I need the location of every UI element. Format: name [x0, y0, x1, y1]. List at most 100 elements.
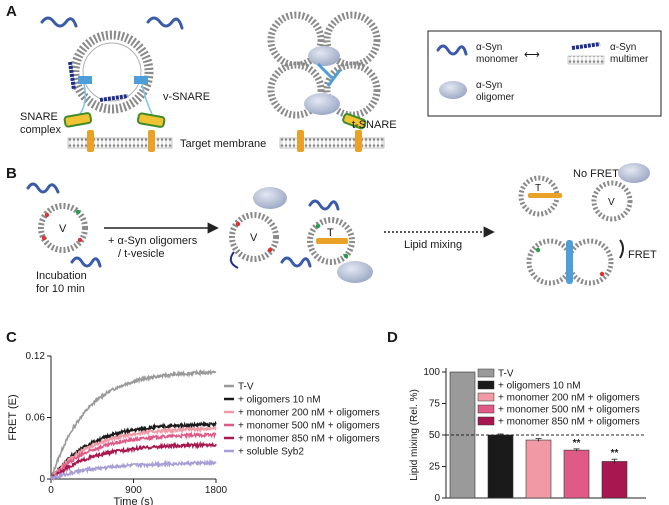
- panel-a: A v-SNARE SNARE complex Target membrane: [6, 3, 662, 152]
- multimer-icon: [99, 94, 129, 102]
- t-letter: T: [535, 183, 541, 194]
- panel-a-legend: α-Syn monomer ⟷ α-Syn multimer α-Syn oli…: [427, 30, 662, 117]
- v-letter: V: [250, 232, 258, 244]
- y-tick-label: 75: [429, 399, 441, 410]
- legend-swatch: [477, 416, 495, 426]
- legend-monomer-line1: α-Syn: [476, 42, 502, 53]
- x-axis-title: Time (s): [114, 496, 154, 505]
- monomer-icon: [308, 199, 340, 211]
- legend-label: + monomer 500 nM + oligomers: [238, 421, 380, 432]
- vesicle-cluster: [267, 11, 381, 119]
- panel-a-label: A: [6, 3, 17, 20]
- monomer-icon: [280, 256, 312, 268]
- legend-multimer-line1: α-Syn: [610, 42, 636, 53]
- series-line: [50, 458, 217, 482]
- y-tick-label: 100: [423, 367, 440, 378]
- legend-label: + monomer 850 nM + oligomers: [498, 417, 640, 428]
- monomer-icon: [40, 16, 78, 28]
- panel-d-label: D: [387, 329, 398, 346]
- legend-label: + monomer 500 nM + oligomers: [498, 405, 640, 416]
- snare-complex-label-2: complex: [20, 124, 61, 136]
- series-line: [50, 440, 217, 480]
- t-snare-icon: [355, 130, 362, 152]
- legend-swatch: [477, 404, 495, 414]
- x-tick-label: 0: [48, 485, 54, 496]
- legend-multimer-line2: multimer: [610, 54, 649, 65]
- y-tick-label: 25: [429, 462, 441, 473]
- membrane-icon: [567, 55, 605, 65]
- v-letter: V: [608, 197, 615, 208]
- t-snare-icon: [297, 130, 304, 152]
- bar: [601, 461, 628, 499]
- panel-b-label: B: [6, 165, 17, 182]
- significance-marker: **: [573, 438, 581, 449]
- oligomer-icon: [308, 46, 340, 66]
- series-line: [50, 431, 217, 480]
- legend-oligomer-line2: oligomer: [476, 92, 515, 103]
- oligomer-icon: [304, 93, 340, 115]
- significance-marker: **: [611, 448, 619, 459]
- no-fret-label: No FRET: [573, 168, 619, 180]
- v-letter: V: [59, 223, 67, 235]
- multimer-icon: [571, 42, 601, 50]
- fret-label: FRET: [628, 249, 657, 261]
- x-tick-label: 900: [125, 485, 142, 496]
- y-tick-label: 50: [429, 430, 441, 441]
- multimer-icon: [68, 61, 76, 91]
- oligomer-icon: [337, 261, 373, 283]
- monomer-icon: [70, 256, 102, 268]
- monomer-icon: [436, 44, 468, 56]
- v-snare-icon: [134, 76, 148, 84]
- y-tick-label: 0: [39, 474, 45, 485]
- oligomer-icon: [253, 187, 287, 209]
- panel-b: B V Incubation for 10 min + α-Syn oligom…: [6, 163, 657, 295]
- snare-complex-icon: [136, 112, 166, 128]
- legend-swatch: [477, 392, 495, 402]
- bar: [525, 439, 552, 499]
- t-letter: T: [327, 227, 334, 239]
- legend-label: T-V: [498, 369, 514, 380]
- t-vesicle-icon: T: [307, 217, 355, 265]
- legend-monomer-line2: monomer: [476, 54, 519, 65]
- target-membrane: [67, 137, 173, 149]
- legend-swatch: [477, 368, 495, 378]
- monomer-icon: [146, 16, 184, 30]
- legend-label: + monomer 200 nM + oligomers: [498, 393, 640, 404]
- legend-label: T-V: [238, 382, 254, 393]
- incubation-label-2: for 10 min: [36, 283, 85, 295]
- legend-oligomer-line1: α-Syn: [476, 80, 502, 91]
- y-axis-title: Lipid mixing (Rel. %): [409, 389, 420, 481]
- v-vesicle-icon: V: [229, 212, 279, 262]
- step1-label-2: / t-vesicle: [118, 248, 164, 260]
- t-snare-icon: [316, 238, 348, 244]
- lipid-mixing-label: Lipid mixing: [404, 239, 462, 251]
- v-vesicle-icon: V: [38, 203, 88, 253]
- v-vesicle-icon: V: [591, 180, 633, 222]
- incubation-label-1: Incubation: [36, 270, 87, 282]
- series-line: [50, 425, 217, 480]
- fret-arrow: [619, 239, 624, 259]
- v-snare-icon: [78, 76, 92, 84]
- legend-label: + monomer 850 nM + oligomers: [238, 434, 380, 445]
- oligomer-icon: [439, 81, 467, 99]
- vesicle-icon: [70, 30, 154, 114]
- t-snare-icon: [148, 130, 155, 152]
- legend-equilibrium-arrow: ⟷: [524, 49, 540, 61]
- snare-complex-icon: [63, 112, 93, 128]
- legend-label: + soluble Syb2: [238, 447, 304, 458]
- panel-c-label: C: [6, 329, 17, 346]
- fused-vesicles-icon: [526, 238, 614, 286]
- t-vesicle-icon: T: [518, 175, 562, 217]
- legend-swatch: [477, 380, 495, 390]
- legend-label: + oligomers 10 nM: [238, 395, 321, 406]
- y-axis-title: FRET (E): [7, 394, 19, 440]
- bar: [487, 434, 514, 499]
- monomer-icon: [26, 182, 60, 194]
- legend-label: + oligomers 10 nM: [498, 381, 581, 392]
- target-membrane-label: Target membrane: [180, 138, 266, 150]
- t-snare-icon: [87, 130, 94, 152]
- step1-label-1: + α-Syn oligomers: [108, 235, 198, 247]
